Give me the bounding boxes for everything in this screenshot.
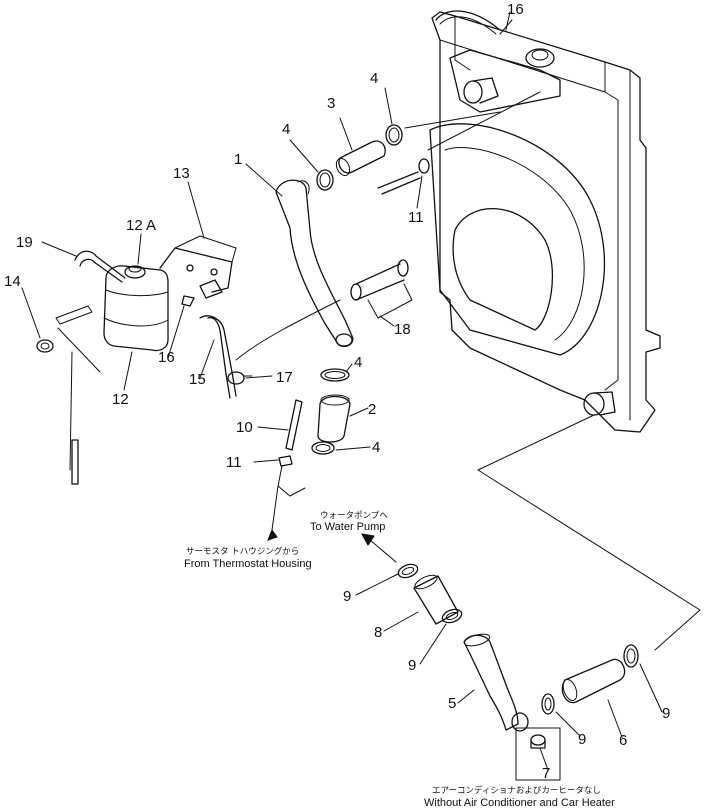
clamp-9-b <box>441 608 463 624</box>
thermostat-arrow <box>267 528 278 541</box>
callout-9-a: 9 <box>343 588 351 605</box>
clamp-9-c <box>541 693 555 715</box>
clip-11-lower <box>278 455 293 467</box>
callout-12a: 12 A <box>126 217 156 234</box>
clamp-4-upper <box>316 124 403 191</box>
callout-7: 7 <box>542 765 550 782</box>
leader-hose2-to-radiator <box>404 111 501 129</box>
callout-11-lower: 11 <box>226 454 242 471</box>
nut-14 <box>36 339 54 353</box>
callout-13: 13 <box>173 165 190 182</box>
callout-10: 10 <box>236 419 253 436</box>
clamp-9-a <box>397 563 419 579</box>
aircon-box <box>515 727 561 781</box>
callout-18: 18 <box>394 321 411 338</box>
callout-9-d: 9 <box>662 705 670 722</box>
callout-8: 8 <box>374 624 382 641</box>
tank-plate <box>55 305 93 325</box>
hose-3 <box>335 140 386 177</box>
callout-15: 15 <box>189 371 206 388</box>
callout-4-lower: 4 <box>372 439 380 456</box>
callout-16-tank: 16 <box>158 349 175 366</box>
clamp-4-lower <box>311 441 335 455</box>
reservoir-tank-12 <box>103 235 237 352</box>
clamp-9-d <box>623 644 639 668</box>
callout-4-mid: 4 <box>354 354 362 371</box>
callout-4-upper-right: 4 <box>370 70 378 87</box>
water-pump-arrow <box>361 533 375 546</box>
part-18 <box>350 259 413 319</box>
tube-10 <box>285 399 303 451</box>
callout-3: 3 <box>327 95 335 112</box>
callout-16-top: 16 <box>507 1 524 18</box>
plug-7 <box>530 734 546 749</box>
callout-19: 19 <box>16 234 33 251</box>
pipe-1 <box>275 179 354 348</box>
leader-pipe1-left <box>235 299 341 361</box>
callout-2: 2 <box>368 401 376 418</box>
hose-19 <box>74 250 126 283</box>
caption-aircon-en: Without Air Conditioner and Car Heater <box>424 797 615 809</box>
bypass-pipe <box>377 171 421 195</box>
water-pump-leader <box>369 539 397 563</box>
hose-8 <box>413 574 459 625</box>
callout-17: 17 <box>276 369 293 386</box>
clip-17 <box>227 371 253 385</box>
clamp-4-mid <box>320 368 350 382</box>
clamp-16 <box>181 295 195 307</box>
leader-hose3-to-radiator <box>427 91 541 151</box>
callout-4-upper-left: 4 <box>282 121 290 138</box>
caption-aircon-jp: エアーコンディショナおよびカーヒータなし <box>432 785 601 796</box>
callout-6: 6 <box>619 732 627 749</box>
leader-radiator-to-lower-hose <box>477 414 701 651</box>
caption-water-pump-en: To Water Pump <box>310 521 385 533</box>
caption-thermostat-jp: サーモスタ トハウジングから <box>186 546 299 557</box>
callout-11-upper: 11 <box>408 209 424 226</box>
callout-5: 5 <box>448 695 456 712</box>
callout-9-b: 9 <box>408 657 416 674</box>
leaders <box>21 11 663 771</box>
callout-14: 14 <box>4 273 21 290</box>
callout-1: 1 <box>234 151 242 168</box>
callout-9-c: 9 <box>578 731 586 748</box>
caption-water-pump-jp: ウォータポンプへ <box>320 511 388 521</box>
hose-6 <box>561 658 626 704</box>
radiator <box>429 10 661 433</box>
thermostat-leader <box>271 465 306 531</box>
clamp-11-upper <box>418 158 430 174</box>
hose-2 <box>317 394 351 443</box>
callout-12: 12 <box>112 391 129 408</box>
caption-thermostat-en: From Thermostat Housing <box>184 558 312 570</box>
pipe-5 <box>463 633 529 732</box>
drain-tube <box>69 351 79 485</box>
